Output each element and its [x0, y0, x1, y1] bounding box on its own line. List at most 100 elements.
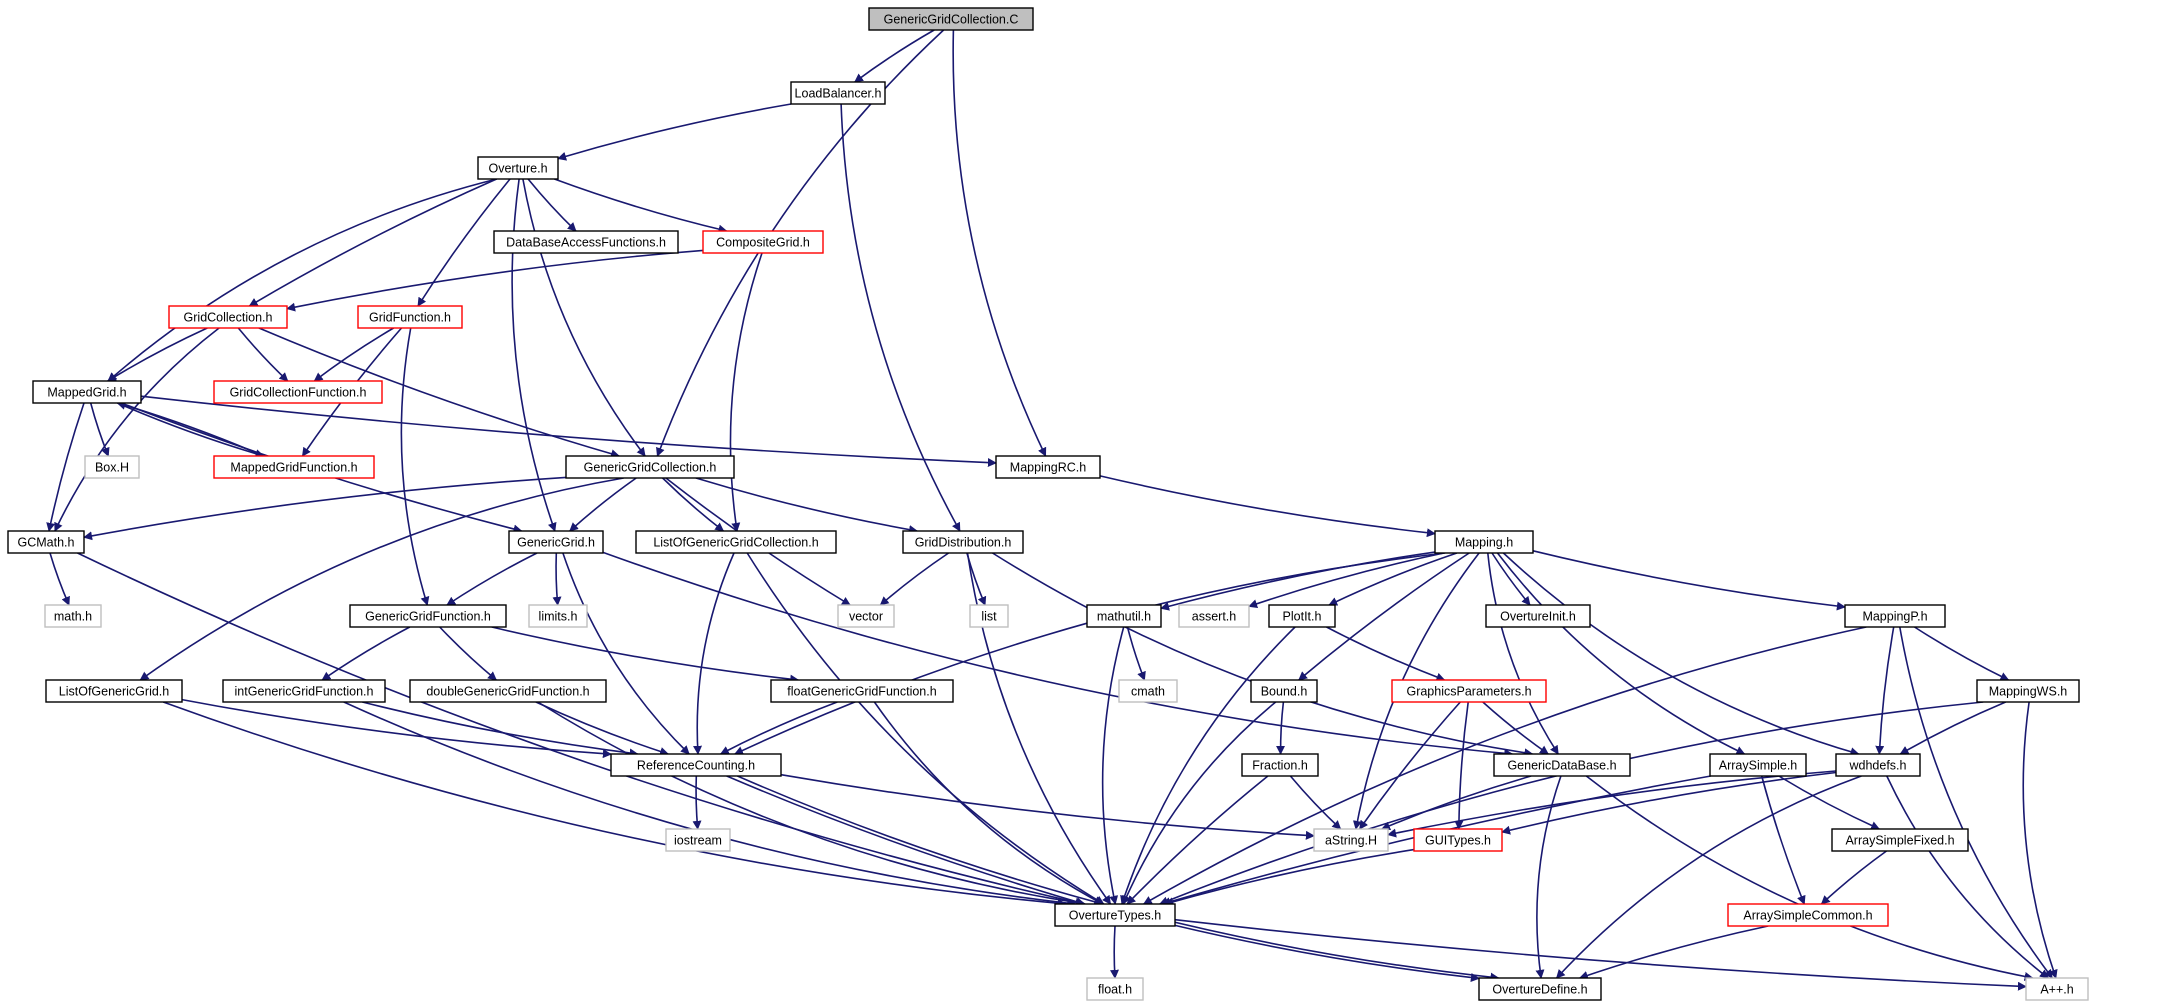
- node-box-intggf[interactable]: [222, 679, 386, 703]
- node-box-refcount[interactable]: [610, 753, 782, 777]
- node-appp[interactable]: A++.h: [2025, 977, 2089, 1001]
- node-dbaccess[interactable]: DataBaseAccessFunctions.h: [493, 230, 679, 254]
- node-asserth[interactable]: assert.h: [1178, 604, 1250, 628]
- node-box-fraction[interactable]: [1241, 753, 1319, 777]
- node-doubleggf[interactable]: doubleGenericGridFunction.h: [409, 679, 607, 703]
- node-box-ovtypes[interactable]: [1054, 903, 1176, 927]
- node-box-genericgrid[interactable]: [508, 530, 604, 554]
- node-box-plotit[interactable]: [1268, 604, 1336, 628]
- node-mappingws[interactable]: MappingWS.h: [1976, 679, 2080, 703]
- node-ggf[interactable]: GenericGridFunction.h: [349, 604, 507, 628]
- node-box-mathutil[interactable]: [1086, 604, 1162, 628]
- node-graphparams[interactable]: GraphicsParameters.h: [1391, 679, 1547, 703]
- node-list[interactable]: list: [969, 604, 1009, 628]
- node-floath[interactable]: float.h: [1086, 977, 1144, 1001]
- node-box-mathh[interactable]: [44, 604, 102, 628]
- node-mappedgridfunc[interactable]: MappedGridFunction.h: [213, 455, 375, 479]
- node-fraction[interactable]: Fraction.h: [1241, 753, 1319, 777]
- node-compositegrid[interactable]: CompositeGrid.h: [702, 230, 824, 254]
- node-box-loadbalancer[interactable]: [790, 81, 886, 105]
- node-limitsh[interactable]: limits.h: [528, 604, 588, 628]
- node-refcount[interactable]: ReferenceCounting.h: [610, 753, 782, 777]
- node-bound[interactable]: Bound.h: [1250, 679, 1318, 703]
- node-mathh[interactable]: math.h: [44, 604, 102, 628]
- node-box-arraysimple[interactable]: [1709, 753, 1807, 777]
- node-box-list[interactable]: [969, 604, 1009, 628]
- node-mappingp[interactable]: MappingP.h: [1844, 604, 1946, 628]
- node-gridcollection[interactable]: GridCollection.h: [168, 305, 288, 329]
- node-box-dbaccess[interactable]: [493, 230, 679, 254]
- node-mathutil[interactable]: mathutil.h: [1086, 604, 1162, 628]
- node-box-wdhdefs[interactable]: [1835, 753, 1921, 777]
- node-box-gcmath[interactable]: [7, 530, 85, 554]
- node-mapping[interactable]: Mapping.h: [1434, 530, 1534, 554]
- node-box-gridcollection[interactable]: [168, 305, 288, 329]
- node-plotit[interactable]: PlotIt.h: [1268, 604, 1336, 628]
- node-wdhdefs[interactable]: wdhdefs.h: [1835, 753, 1921, 777]
- node-box-limitsh[interactable]: [528, 604, 588, 628]
- node-box-compositegrid[interactable]: [702, 230, 824, 254]
- node-ggc[interactable]: GenericGridCollection.h: [565, 455, 735, 479]
- node-iostream[interactable]: iostream: [665, 828, 731, 852]
- node-box-graphparams[interactable]: [1391, 679, 1547, 703]
- node-box-floath[interactable]: [1086, 977, 1144, 1001]
- node-box-gdb[interactable]: [1493, 753, 1631, 777]
- node-box-bound[interactable]: [1250, 679, 1318, 703]
- node-box-gridfunction[interactable]: [357, 305, 463, 329]
- node-mappedgrid[interactable]: MappedGrid.h: [32, 380, 142, 404]
- node-box-vector[interactable]: [837, 604, 895, 628]
- node-guitypes[interactable]: GUITypes.h: [1413, 828, 1503, 852]
- node-gridfunction[interactable]: GridFunction.h: [357, 305, 463, 329]
- node-box-listgg[interactable]: [45, 679, 183, 703]
- node-box-ovdefine[interactable]: [1478, 977, 1602, 1001]
- node-astring[interactable]: aString.H: [1313, 828, 1389, 852]
- node-ovdefine[interactable]: OvertureDefine.h: [1478, 977, 1602, 1001]
- node-box-asserth[interactable]: [1178, 604, 1250, 628]
- node-box-griddist[interactable]: [902, 530, 1024, 554]
- node-box-ggf[interactable]: [349, 604, 507, 628]
- node-box-ascommon[interactable]: [1727, 903, 1889, 927]
- node-box-gridcollfunc[interactable]: [213, 380, 383, 404]
- node-box-root[interactable]: [868, 7, 1034, 31]
- node-mappingrc[interactable]: MappingRC.h: [995, 455, 1101, 479]
- node-box-mappingws[interactable]: [1976, 679, 2080, 703]
- node-box-mapping[interactable]: [1434, 530, 1534, 554]
- node-vector[interactable]: vector: [837, 604, 895, 628]
- node-gcmath[interactable]: GCMath.h: [7, 530, 85, 554]
- node-gdb[interactable]: GenericDataBase.h: [1493, 753, 1631, 777]
- node-root[interactable]: GenericGridCollection.C: [868, 7, 1034, 31]
- node-box-cmath[interactable]: [1118, 679, 1178, 703]
- node-ovtypes[interactable]: OvertureTypes.h: [1054, 903, 1176, 927]
- node-box-asfixed[interactable]: [1831, 828, 1969, 852]
- node-box-overture[interactable]: [477, 156, 559, 180]
- node-boxh[interactable]: Box.H: [84, 455, 140, 479]
- node-ascommon[interactable]: ArraySimpleCommon.h: [1727, 903, 1889, 927]
- node-box-ovinit[interactable]: [1485, 604, 1591, 628]
- node-overture[interactable]: Overture.h: [477, 156, 559, 180]
- node-box-ggc[interactable]: [565, 455, 735, 479]
- node-ovinit[interactable]: OvertureInit.h: [1485, 604, 1591, 628]
- node-box-mappedgrid[interactable]: [32, 380, 142, 404]
- node-box-boxh[interactable]: [84, 455, 140, 479]
- node-box-iostream[interactable]: [665, 828, 731, 852]
- node-box-mappingp[interactable]: [1844, 604, 1946, 628]
- node-intggf[interactable]: intGenericGridFunction.h: [222, 679, 386, 703]
- node-cmath[interactable]: cmath: [1118, 679, 1178, 703]
- node-box-doubleggf[interactable]: [409, 679, 607, 703]
- node-box-mappedgridfunc[interactable]: [213, 455, 375, 479]
- node-loadbalancer[interactable]: LoadBalancer.h: [790, 81, 886, 105]
- node-box-mappingrc[interactable]: [995, 455, 1101, 479]
- node-gridcollfunc[interactable]: GridCollectionFunction.h: [213, 380, 383, 404]
- node-floatggf[interactable]: floatGenericGridFunction.h: [770, 679, 954, 703]
- node-asfixed[interactable]: ArraySimpleFixed.h: [1831, 828, 1969, 852]
- node-box-guitypes[interactable]: [1413, 828, 1503, 852]
- node-arraysimple[interactable]: ArraySimple.h: [1709, 753, 1807, 777]
- node-box-astring[interactable]: [1313, 828, 1389, 852]
- node-box-floatggf[interactable]: [770, 679, 954, 703]
- node-listggc[interactable]: ListOfGenericGridCollection.h: [635, 530, 837, 554]
- node-genericgrid[interactable]: GenericGrid.h: [508, 530, 604, 554]
- node-box-appp[interactable]: [2025, 977, 2089, 1001]
- node-listgg[interactable]: ListOfGenericGrid.h: [45, 679, 183, 703]
- node-griddist[interactable]: GridDistribution.h: [902, 530, 1024, 554]
- node-box-listggc[interactable]: [635, 530, 837, 554]
